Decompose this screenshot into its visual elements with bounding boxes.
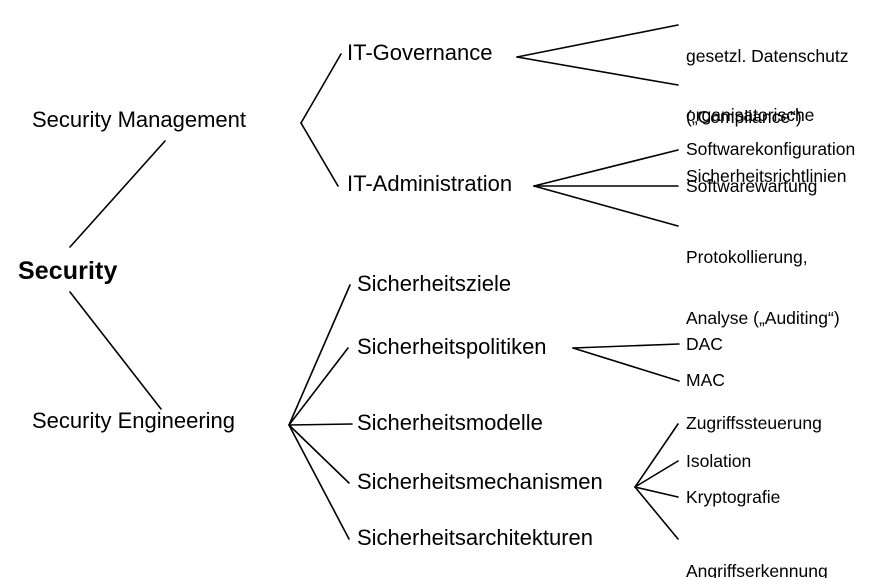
node-sicherheitsarchitekturen[interactable]: Sicherheitsarchitekturen bbox=[357, 525, 594, 550]
node-root-security[interactable]: Security bbox=[18, 257, 118, 285]
edge-sicherheitsmechanismen-to-kryptografie bbox=[634, 486, 679, 498]
edge-sicherheitspolitiken-to-dac bbox=[572, 343, 680, 349]
node-sicherheitsmechanismen[interactable]: Sicherheitsmechanismen bbox=[357, 469, 603, 494]
edge-it-governance-to-datenschutz bbox=[516, 24, 679, 58]
node-it-governance[interactable]: IT-Governance bbox=[347, 40, 493, 65]
edge-security-engineering-to-sicherheitsziele bbox=[288, 284, 351, 426]
leaf-isolation[interactable]: Isolation bbox=[686, 451, 752, 471]
leaf-mac[interactable]: MAC bbox=[686, 370, 725, 390]
node-sicherheitspolitiken[interactable]: Sicherheitspolitiken bbox=[357, 334, 547, 359]
edge-security-engineering-to-sicherheitsmodelle bbox=[288, 423, 353, 426]
leaf-kryptografie[interactable]: Kryptografie bbox=[686, 487, 781, 507]
leaf-gesetzl-datenschutz[interactable]: gesetzl. Datenschutz („Compliance“) bbox=[686, 5, 848, 169]
leaf-organisatorische-sicherheitsrichtlinien-line2: Sicherheitsrichtlinien bbox=[686, 166, 847, 187]
edge-security-management-to-it-governance bbox=[300, 53, 342, 124]
node-security-engineering[interactable]: Security Engineering bbox=[32, 408, 236, 433]
edge-root-to-security-management bbox=[69, 140, 166, 248]
leaf-gesetzl-datenschutz-line1: gesetzl. Datenschutz bbox=[686, 45, 849, 66]
edge-security-management-to-it-administration bbox=[300, 122, 339, 187]
edge-sicherheitsmechanismen-to-zugriffssteuerung bbox=[634, 423, 679, 488]
edge-root-to-security-engineering bbox=[69, 291, 162, 410]
node-security-management[interactable]: Security Management bbox=[32, 107, 246, 132]
leaf-organisatorische-sicherheitsrichtlinien[interactable]: organisatorische Sicherheitsrichtlinien bbox=[686, 64, 847, 228]
leaf-protokollierung-analyse[interactable]: Protokollierung, Analyse („Auditing“) bbox=[686, 206, 840, 370]
edge-security-engineering-to-sicherheitsmechanismen bbox=[288, 424, 350, 484]
leaf-angriffserkennung[interactable]: Angriffserkennung (Intrusion Detection) bbox=[686, 520, 844, 578]
leaf-organisatorische-sicherheitsrichtlinien-line1: organisatorische bbox=[686, 104, 815, 125]
edge-security-engineering-to-sicherheitspolitiken bbox=[288, 347, 349, 426]
leaf-softwarewartung[interactable]: Softwarewartung bbox=[686, 176, 818, 196]
leaf-zugriffssteuerung[interactable]: Zugriffssteuerung bbox=[686, 413, 822, 433]
node-sicherheitsziele[interactable]: Sicherheitsziele bbox=[357, 271, 512, 296]
edge-it-administration-to-softwarekonfiguration bbox=[533, 149, 679, 187]
edge-sicherheitsmechanismen-to-angriffserkennung bbox=[634, 486, 679, 540]
leaf-gesetzl-datenschutz-line2: („Compliance“) bbox=[686, 107, 802, 128]
edge-sicherheitspolitiken-to-mac bbox=[572, 347, 680, 382]
edge-security-engineering-to-sicherheitsarchitekturen bbox=[288, 424, 350, 540]
edge-sicherheitsmechanismen-to-isolation bbox=[634, 460, 679, 488]
leaf-protokollierung-analyse-line1: Protokollierung, bbox=[686, 246, 808, 267]
node-sicherheitsmodelle[interactable]: Sicherheitsmodelle bbox=[357, 410, 543, 435]
leaf-softwarekonfiguration[interactable]: Softwarekonfiguration bbox=[686, 139, 856, 159]
leaf-angriffserkennung-line1: Angriffserkennung bbox=[686, 560, 828, 578]
edge-it-governance-to-richtlinien bbox=[516, 56, 679, 86]
leaf-protokollierung-analyse-line2: Analyse („Auditing“) bbox=[686, 308, 840, 329]
leaf-dac[interactable]: DAC bbox=[686, 334, 723, 354]
edge-it-administration-to-protokollierung bbox=[533, 185, 679, 227]
node-it-administration[interactable]: IT-Administration bbox=[347, 171, 513, 196]
